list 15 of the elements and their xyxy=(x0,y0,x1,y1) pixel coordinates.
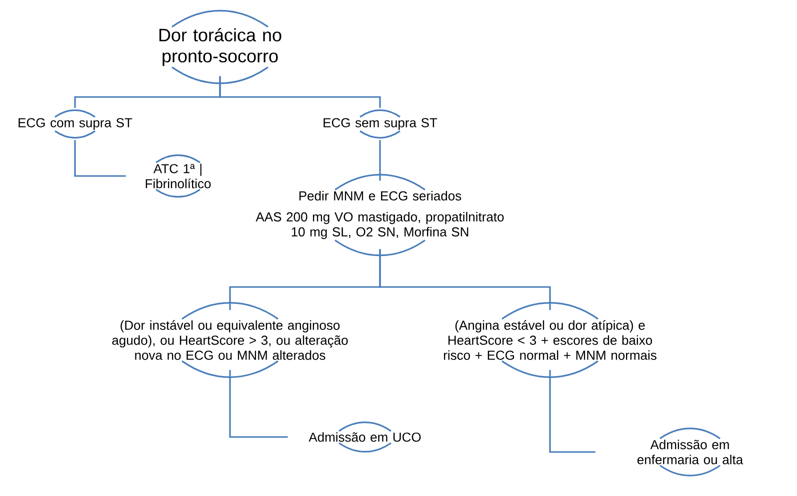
connector-line xyxy=(219,76,381,108)
hierarchy-node: Admissão em UCO xyxy=(308,422,421,452)
connector-line xyxy=(74,140,126,177)
connector-line xyxy=(549,370,596,453)
hierarchy-node: Admissão em enfermaria ou alta xyxy=(637,428,744,476)
hierarchy-node: ECG sem supra ST xyxy=(324,109,438,139)
hierarchy-node: ATC 1ª | Fibrinolítico xyxy=(146,154,211,198)
hierarchy-node: (Angina estável ou dor atípica) e HeartScore < 3 + escores de baixo risco + ECG normal + MNM normais xyxy=(444,302,656,378)
connector-line xyxy=(229,370,288,438)
hierarchy-node: (Dor instável ou equivalente anginoso agudo), ou HeartScore > 3, ou alteração nova no ECG ou MNM alterados xyxy=(112,302,348,378)
hierarchy-node: ECG com supra ST xyxy=(18,109,132,139)
connector-line xyxy=(379,140,381,181)
hierarchy-node: Dor torácica no pronto-socorro xyxy=(159,10,282,84)
hierarchy-node: Pedir MNM e ECG seriados AAS 200 mg VO mastigado, propatilnitrato 10 mg SL, O2 SN, Morfina SN xyxy=(256,174,504,256)
connector-line xyxy=(379,249,551,310)
